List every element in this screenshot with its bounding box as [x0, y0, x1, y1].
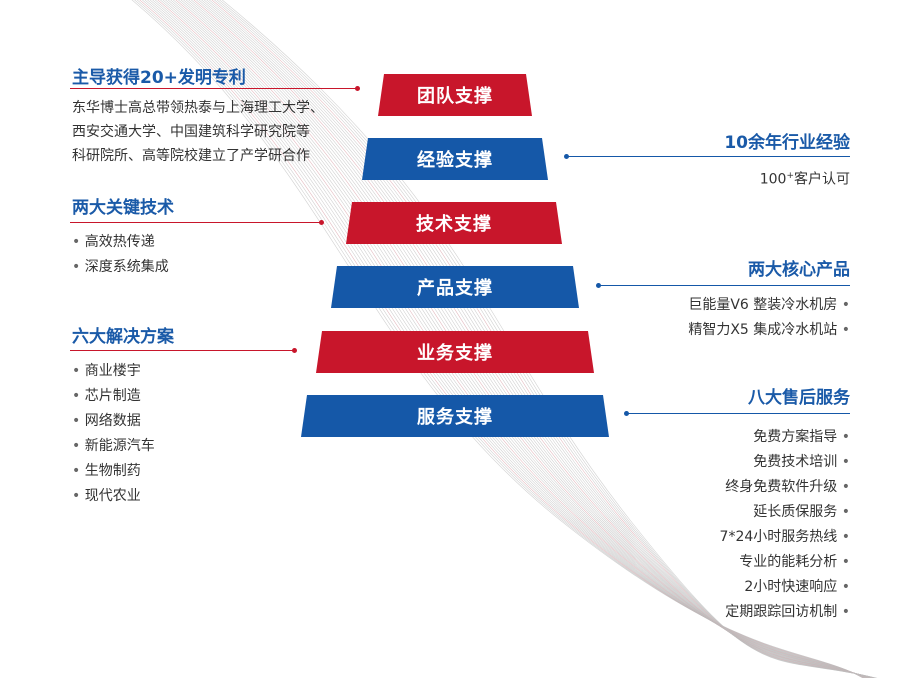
patents-line-1: 东华博士高总带领热泰与上海理工大学、 [72, 100, 324, 116]
core-products-heading: 两大核心产品 [748, 260, 850, 280]
solutions-connector-dot [292, 348, 297, 353]
list-item: 延长质保服务 [720, 500, 850, 525]
after-sales-connector-line [628, 413, 850, 414]
customer-recognition: 100+客户认可 [760, 164, 850, 192]
after-sales-heading: 八大售后服务 [748, 388, 850, 408]
list-item: 巨能量V6 整装冷水机房 [688, 293, 850, 318]
customer-recognition-text: 客户认可 [794, 171, 850, 188]
solutions-connector-line [70, 350, 294, 351]
tier-team-support: 团队支撑 [378, 74, 532, 116]
patents-line-2: 西安交通大学、中国建筑科学研究院等 [72, 124, 310, 140]
key-tech-list: 高效热传递 深度系统集成 [72, 230, 169, 280]
tier-label: 业务支撑 [417, 343, 493, 364]
core-products-connector-line [600, 285, 850, 286]
after-sales-list: 免费方案指导 免费技术培训 终身免费软件升级 延长质保服务 7*24小时服务热线… [720, 425, 850, 625]
list-item: 商业楼宇 [72, 359, 155, 384]
patents-line-3: 科研院所、高等院校建立了产学研合作 [72, 148, 310, 164]
list-item: 芯片制造 [72, 384, 155, 409]
patents-connector-line [70, 88, 358, 89]
list-item: 现代农业 [72, 484, 155, 509]
list-item: 2小时快速响应 [720, 575, 850, 600]
tier-service-support: 服务支撑 [301, 395, 609, 437]
list-item: 7*24小时服务热线 [720, 525, 850, 550]
core-products-list: 巨能量V6 整装冷水机房 精智力X5 集成冷水机站 [688, 293, 850, 343]
tier-business-support: 业务支撑 [316, 331, 594, 373]
list-item: 免费技术培训 [720, 450, 850, 475]
list-item: 免费方案指导 [720, 425, 850, 450]
list-item: 深度系统集成 [72, 255, 169, 280]
tier-label: 产品支撑 [417, 278, 493, 299]
customer-count-plus: + [786, 171, 794, 181]
patents-description: 东华博士高总带领热泰与上海理工大学、 西安交通大学、中国建筑科学研究院等 科研院… [72, 96, 324, 168]
tier-label: 经验支撑 [417, 150, 493, 171]
tier-experience-support: 经验支撑 [362, 138, 548, 180]
core-products-connector-dot [596, 283, 601, 288]
list-item: 专业的能耗分析 [720, 550, 850, 575]
customer-count: 100 [759, 171, 787, 188]
tier-label: 团队支撑 [417, 86, 493, 107]
solutions-list: 商业楼宇 芯片制造 网络数据 新能源汽车 生物制药 现代农业 [72, 359, 155, 509]
key-tech-connector-dot [319, 220, 324, 225]
list-item: 网络数据 [72, 409, 155, 434]
experience-connector-line [568, 156, 850, 157]
tier-product-support: 产品支撑 [331, 266, 579, 308]
solutions-heading: 六大解决方案 [72, 327, 174, 347]
experience-heading: 10余年行业经验 [724, 133, 850, 153]
list-item: 终身免费软件升级 [720, 475, 850, 500]
tier-label: 服务支撑 [417, 407, 493, 428]
list-item: 新能源汽车 [72, 434, 155, 459]
patents-connector-dot [355, 86, 360, 91]
tier-label: 技术支撑 [416, 214, 492, 235]
patents-heading: 主导获得20+发明专利 [72, 68, 246, 88]
list-item: 生物制药 [72, 459, 155, 484]
list-item: 高效热传递 [72, 230, 169, 255]
key-tech-heading: 两大关键技术 [72, 198, 174, 218]
tier-technology-support: 技术支撑 [346, 202, 562, 244]
key-tech-connector-line [70, 222, 322, 223]
after-sales-connector-dot [624, 411, 629, 416]
list-item: 精智力X5 集成冷水机站 [688, 318, 850, 343]
list-item: 定期跟踪回访机制 [720, 600, 850, 625]
experience-connector-dot [564, 154, 569, 159]
